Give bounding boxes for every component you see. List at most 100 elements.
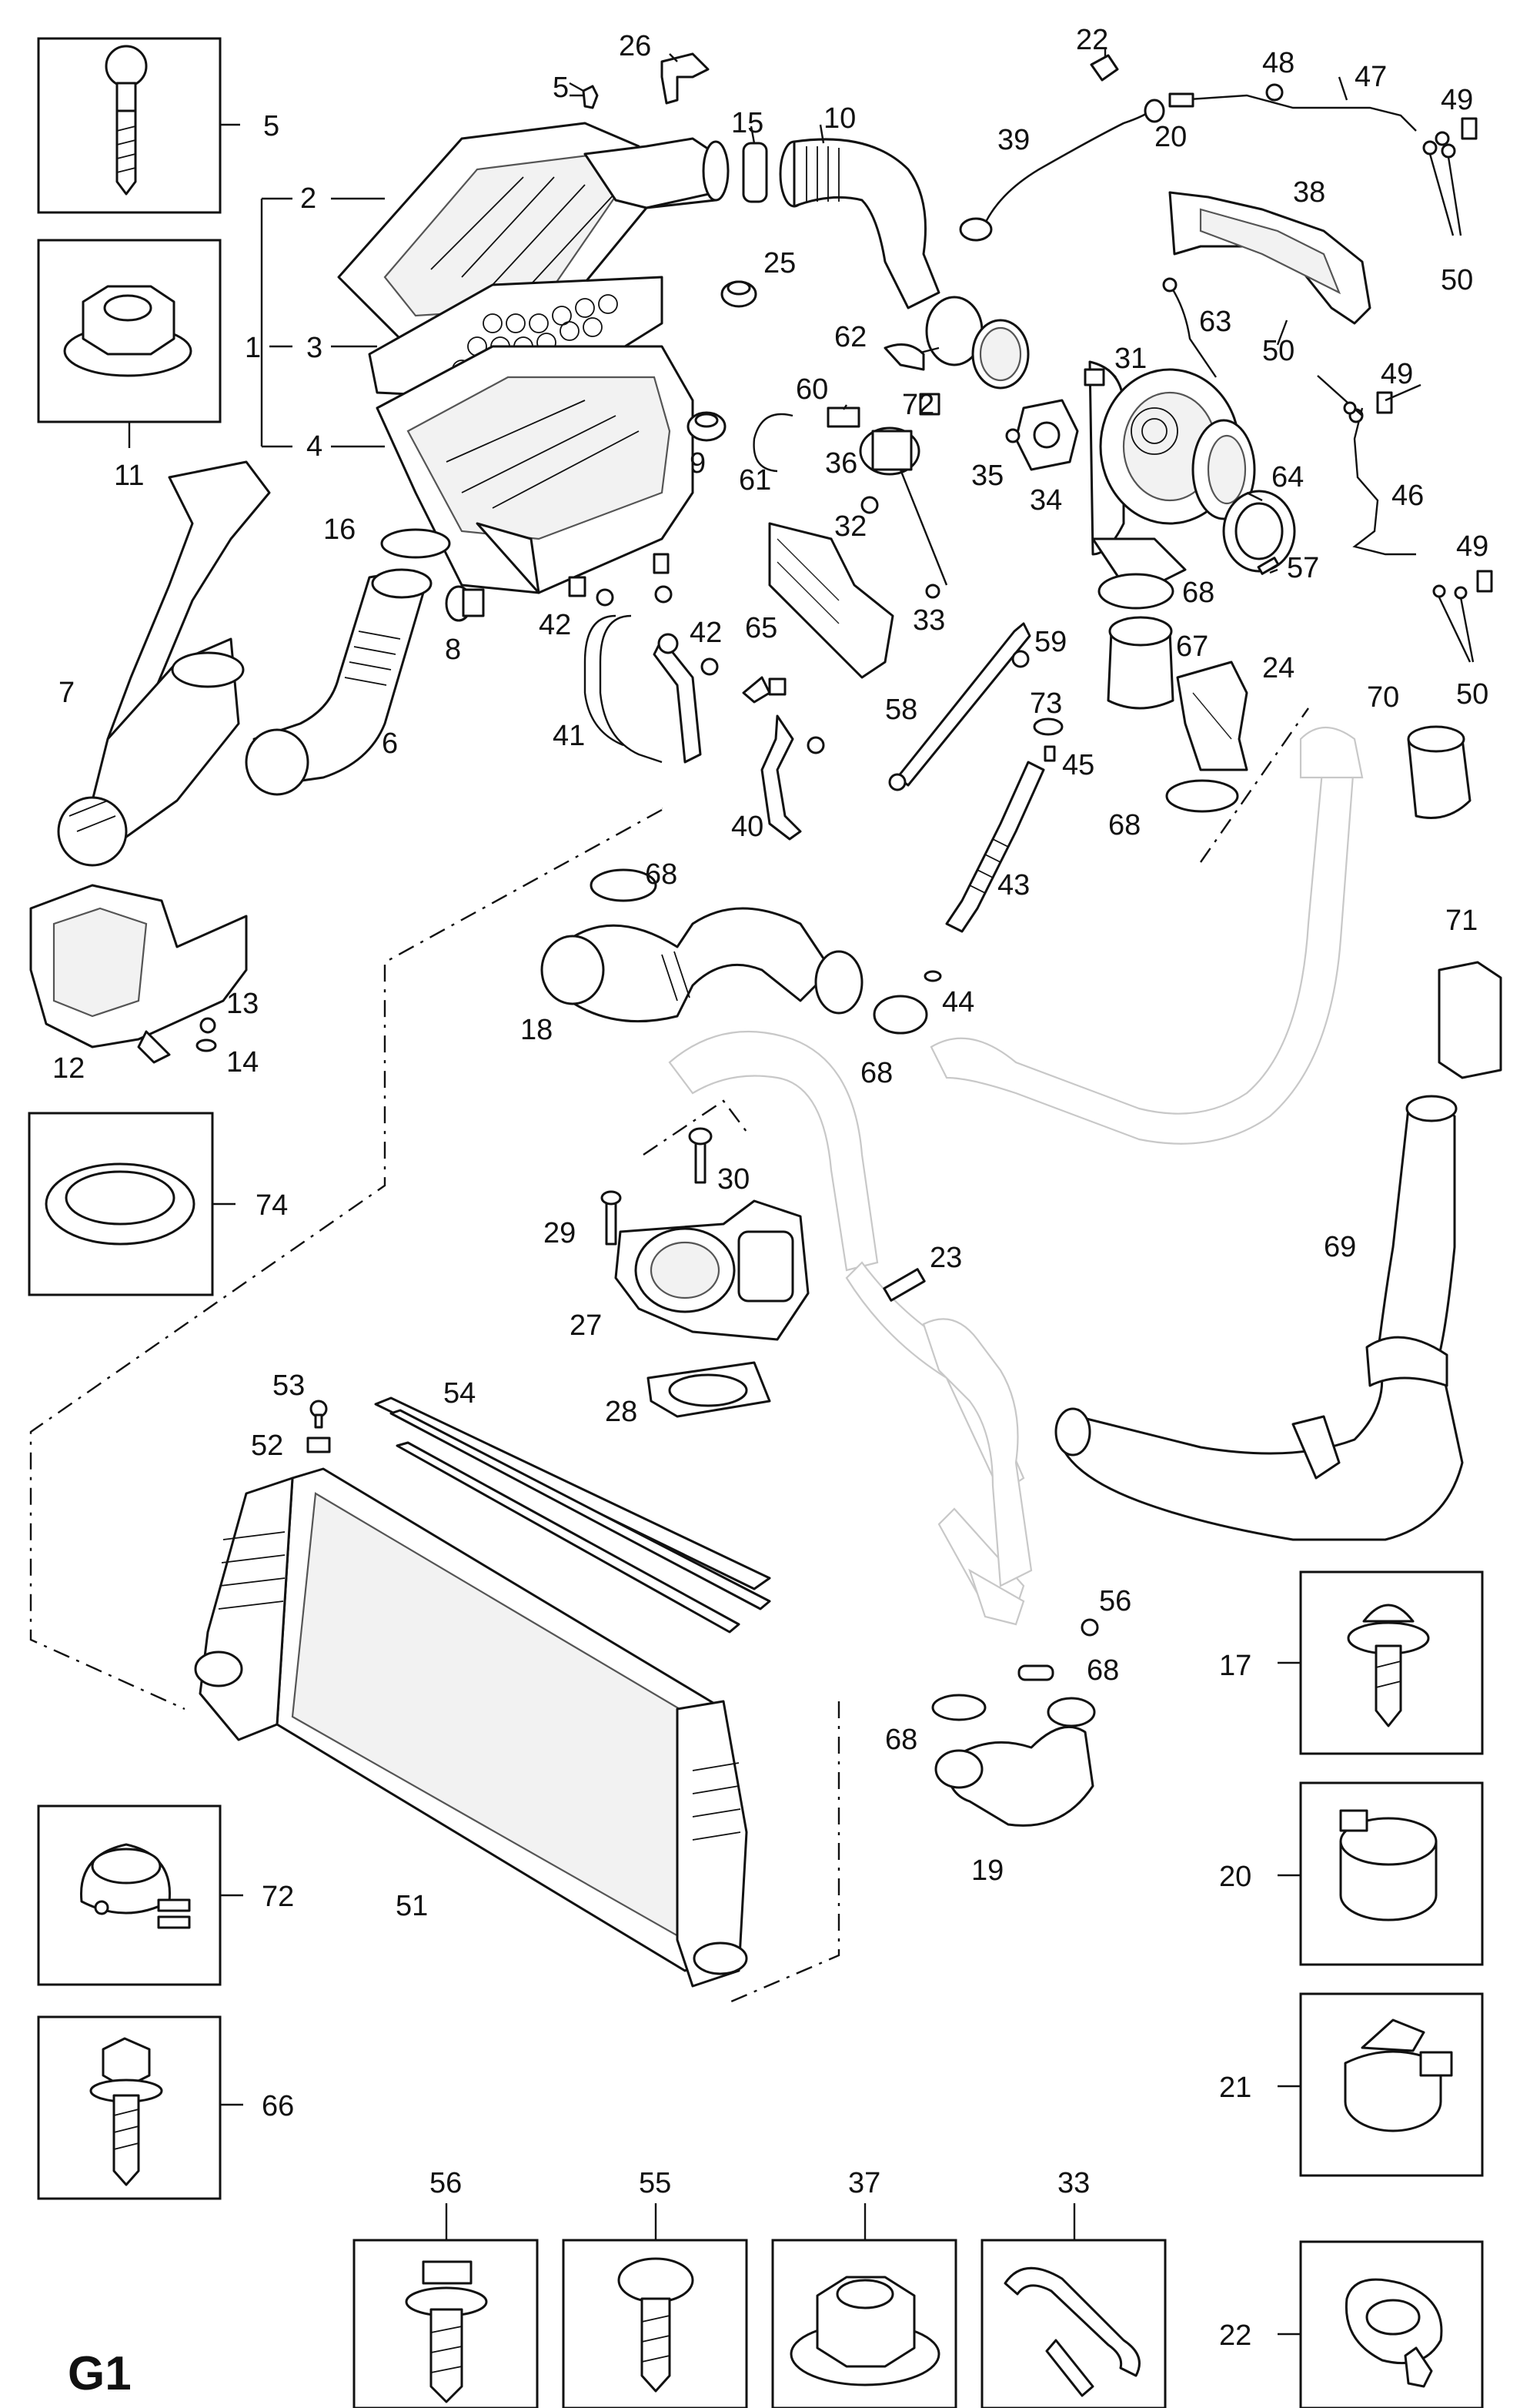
callout-3: 3	[306, 332, 322, 364]
callout-1: 1	[245, 332, 261, 364]
screw-56-small	[1081, 1618, 1099, 1637]
bolt-32	[860, 496, 879, 514]
callout-20-box: 20	[1219, 1861, 1251, 1893]
detail-box-clip-22	[1278, 2240, 1484, 2408]
hose-41	[583, 614, 702, 764]
callout-29: 29	[543, 1217, 576, 1249]
callout-34: 34	[1030, 484, 1062, 517]
bolt-29	[600, 1190, 622, 1246]
detail-box-nut-11	[37, 239, 222, 448]
callout-46: 46	[1391, 480, 1424, 512]
callout-57: 57	[1287, 552, 1319, 584]
callout-61: 61	[739, 464, 771, 497]
callout-15: 15	[731, 107, 763, 139]
callout-5-small: 5	[553, 72, 569, 104]
callout-42-right: 42	[690, 617, 722, 649]
callout-27: 27	[570, 1309, 602, 1342]
connector-dashed-left	[29, 808, 663, 1711]
pipe-58	[888, 622, 1031, 791]
gasket-34	[1014, 399, 1079, 471]
gasket-28	[646, 1361, 771, 1418]
callout-2: 2	[300, 182, 316, 215]
charge-hose-18	[540, 907, 864, 1023]
washer-14	[195, 1038, 217, 1052]
callout-10: 10	[823, 102, 856, 135]
hose-39	[959, 107, 1155, 242]
clamp-68-lower-turbo	[1165, 779, 1239, 813]
clamp-16	[380, 528, 451, 559]
callout-73: 73	[1030, 687, 1062, 720]
connector-60	[827, 406, 860, 428]
washers-50-middle	[1317, 375, 1363, 416]
shield-24	[1176, 661, 1248, 771]
callout-54: 54	[443, 1377, 476, 1410]
callout-19: 19	[971, 1854, 1004, 1887]
pipe-46	[1352, 407, 1416, 556]
sensor-23	[883, 1268, 926, 1302]
callout-50-top: 50	[1441, 264, 1473, 296]
gasket-73	[1033, 717, 1064, 736]
clamp-20-small	[1144, 99, 1165, 123]
pipe-40	[742, 676, 825, 841]
callout-31: 31	[1114, 343, 1147, 375]
detail-box-clamp-21	[1278, 1992, 1484, 2177]
hose-62	[884, 343, 925, 371]
callout-33-small: 33	[913, 604, 945, 637]
callout-11: 11	[114, 460, 144, 492]
throttle-body-27	[614, 1199, 810, 1341]
callout-68-turbo: 68	[1182, 577, 1214, 609]
callout-67: 67	[1176, 630, 1208, 663]
washers-50-bottom	[1432, 584, 1475, 663]
callout-14: 14	[226, 1046, 259, 1079]
pipe-70	[1407, 725, 1472, 819]
callout-45: 45	[1062, 749, 1094, 781]
callout-bracket-1-4	[260, 197, 385, 448]
callout-18: 18	[520, 1014, 553, 1046]
clamp-15	[742, 142, 768, 203]
callout-51: 51	[396, 1890, 428, 1922]
heat-shield-65	[768, 522, 894, 679]
callout-40: 40	[731, 811, 763, 843]
intercooler-51	[194, 1467, 748, 1988]
clamp-68-top	[1097, 573, 1174, 610]
callout-56-small: 56	[1099, 1585, 1131, 1617]
screw-53	[309, 1400, 328, 1429]
callout-labels: 5 11 2 1 3 4 5 26 15 10 25 9 16 7 8 6 42…	[52, 24, 1488, 2400]
callout-64: 64	[1271, 461, 1304, 493]
charge-pipe-69	[1054, 1095, 1464, 1541]
bolt-49-top	[1435, 117, 1478, 146]
callout-12: 12	[52, 1052, 85, 1085]
connector-48	[1265, 83, 1284, 102]
callout-70: 70	[1367, 681, 1399, 714]
intake-duct-upper	[583, 137, 730, 209]
callout-4: 4	[306, 430, 322, 463]
nut-13	[199, 1017, 216, 1034]
callout-68-hose18-top: 68	[645, 858, 677, 891]
callout-32: 32	[834, 510, 867, 543]
detail-box-screw-55	[562, 2203, 748, 2408]
detail-box-screw-56	[352, 2203, 539, 2408]
fitting-59	[1011, 650, 1030, 668]
callout-37: 37	[848, 2167, 880, 2199]
callout-72-small: 72	[902, 389, 934, 421]
callout-39: 39	[997, 124, 1030, 156]
callout-68-fitting: 68	[1087, 1654, 1119, 1687]
hose-67	[1107, 616, 1174, 710]
sensor-26	[660, 52, 710, 105]
clip-33-small	[925, 584, 940, 599]
callout-24: 24	[1262, 652, 1294, 684]
callout-65: 65	[745, 612, 777, 644]
callout-68-hose19: 68	[885, 1724, 917, 1756]
ghost-pipe-lower	[922, 1318, 1033, 1626]
air-filter-housing-4	[376, 345, 694, 594]
callout-49-middle: 49	[1381, 358, 1413, 390]
heat-shield-38	[1168, 191, 1371, 325]
callout-26: 26	[619, 30, 651, 62]
seal-44	[924, 970, 942, 982]
callout-68-turbo-lower: 68	[1108, 809, 1141, 841]
pipe-47	[1168, 92, 1417, 132]
clamp-68-hose18-bottom	[873, 995, 928, 1035]
detail-box-clamp-72	[37, 1804, 243, 1986]
leader-lines	[570, 48, 1421, 574]
callout-55: 55	[639, 2167, 671, 2199]
